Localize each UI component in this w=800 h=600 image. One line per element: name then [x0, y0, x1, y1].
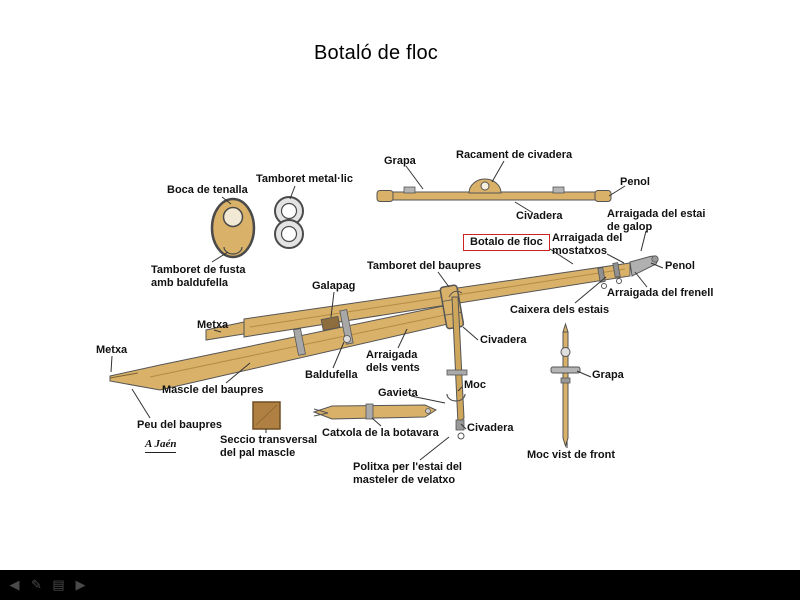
label-gavieta: Gavieta	[378, 387, 418, 399]
moc-front-view	[550, 322, 581, 448]
politxa-eye	[457, 432, 465, 440]
label-metxa-lower: Metxa	[96, 344, 128, 356]
label-mascle-baupres: Mascle del baupres	[162, 384, 264, 396]
label-penol-top: Penol	[620, 176, 650, 188]
label-galapag: Galapag	[312, 280, 356, 292]
slide-menu-button[interactable]: ▤	[52, 577, 65, 592]
label-arraigada-frenell: Arraigada del frenell	[607, 287, 714, 299]
iron-band	[339, 309, 354, 345]
label-boca-de-tenalla: Boca de tenalla	[167, 184, 248, 196]
galapag-block	[320, 315, 341, 331]
arraigada-band	[597, 267, 606, 283]
label-botalo-de-floc: Botalo de floc	[463, 234, 550, 251]
politxa-block	[455, 419, 465, 431]
rigging-eye	[616, 278, 622, 284]
label-grapa-front: Grapa	[592, 369, 624, 381]
moc-band	[446, 369, 468, 376]
next-slide-button[interactable]: ▶	[75, 577, 86, 592]
seccio-transversal-square	[252, 401, 281, 430]
label-civadera-mid: Civadera	[480, 334, 527, 346]
rigging-eye	[601, 283, 607, 289]
pen-tool-button[interactable]: ✎	[31, 577, 42, 592]
label-grapa-top: Grapa	[384, 155, 416, 167]
tamboret-metallic-rings	[274, 196, 304, 249]
presentation-bottom-bar: ◀ ✎ ▤ ▶	[0, 570, 800, 600]
gavieta-basket	[446, 393, 466, 402]
label-arraigada-mostatxos: Arraigada del mostatxos	[552, 232, 623, 257]
label-moc-vist-front: Moc vist de front	[527, 449, 616, 461]
label-moc: Moc	[464, 379, 486, 391]
racament-hole	[480, 181, 490, 191]
civadera-yard-top-view	[376, 178, 612, 202]
iron-band	[293, 328, 306, 356]
catxola-botavara	[312, 403, 438, 420]
label-politxa: Politxa per l'estai del masteler de vela…	[353, 461, 462, 486]
tamboret-de-fusta	[210, 197, 256, 259]
label-tamboret-baupres: Tamboret del baupres	[367, 260, 482, 272]
botalo-de-floc-spar	[205, 255, 659, 341]
label-arraigada-estai-galop: Arraigada del estai de galop	[607, 208, 706, 233]
moc-front-ring	[560, 347, 571, 357]
leader-lines	[110, 160, 664, 461]
moc-front-band	[560, 377, 571, 384]
grapa-crossbar	[550, 366, 581, 374]
label-peu-baupres: Peu del baupres	[137, 419, 222, 431]
label-civadera-top: Civadera	[516, 210, 563, 222]
label-arraigada-vents: Arraigada dels vents	[366, 349, 420, 374]
label-tamboret-metallic: Tamboret metal·lic	[256, 173, 353, 185]
label-catxola-botavara: Catxola de la botavara	[322, 427, 439, 439]
label-civadera-bottom: Civadera	[467, 422, 514, 434]
grapa-bracket	[403, 186, 416, 194]
arraigada-band	[612, 262, 621, 278]
author-signature: A Jaén	[145, 438, 177, 453]
label-caixera-estais: Caixera dels estais	[510, 304, 610, 316]
slide-title: Botaló de floc	[314, 42, 438, 64]
tip-ball	[651, 255, 659, 263]
label-baldufella: Baldufella	[305, 369, 358, 381]
label-tamboret-fusta: Tamboret de fusta amb baldufella	[151, 264, 246, 289]
catxola-band	[365, 403, 374, 420]
diagram-canvas	[109, 160, 664, 461]
label-penol-right: Penol	[665, 260, 695, 272]
label-seccio-transversal: Seccio transversal del pal mascle	[220, 434, 318, 459]
catxola-eye	[425, 408, 431, 414]
previous-slide-button[interactable]: ◀	[9, 577, 20, 592]
baldufella-disc	[343, 335, 351, 343]
label-metxa-upper: Metxa	[197, 319, 229, 331]
moc-side-view	[446, 290, 468, 440]
label-racament-civadera: Racament de civadera	[456, 149, 573, 161]
slideshow-nav-controls: ◀ ✎ ▤ ▶	[0, 570, 800, 592]
grapa-bracket	[552, 186, 565, 194]
